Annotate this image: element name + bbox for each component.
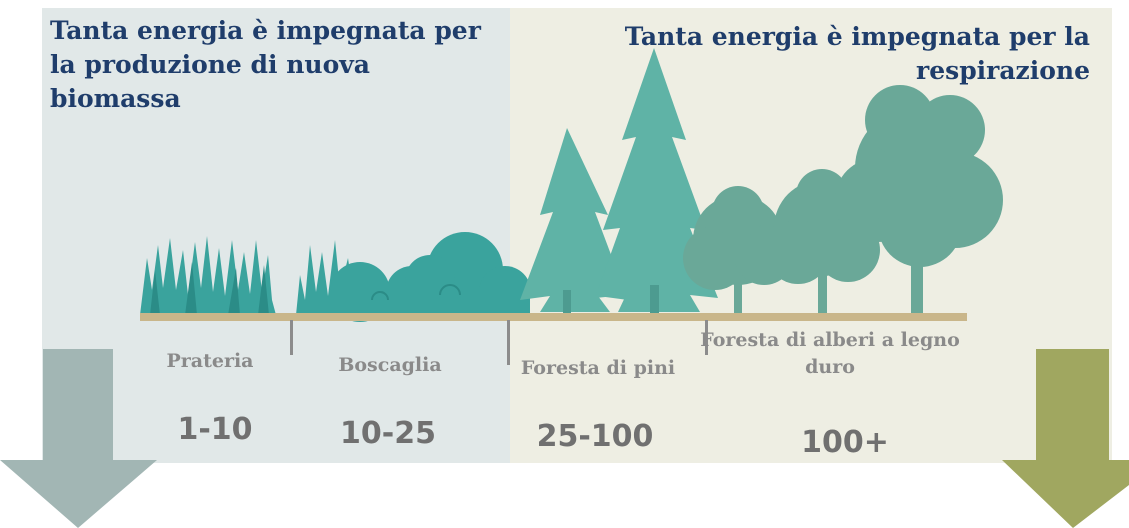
hardwood-tree-icon (835, 85, 1003, 313)
stage-label-foresta-legno-duro: Foresta di alberi a legno duro (700, 329, 960, 378)
respiration-heading: Tanta energia è impegnata per la respira… (624, 22, 1090, 85)
stage-divider (507, 320, 510, 365)
stage-label-boscaglia: Boscaglia (338, 354, 442, 376)
right-arrow-icon (1002, 349, 1129, 528)
ground-line (140, 313, 967, 321)
shrub-icon (330, 232, 531, 322)
production-panel (42, 8, 510, 463)
stage-divider (290, 320, 293, 355)
stage-range-foresta-pini: 25-100 (536, 419, 654, 454)
left-arrow-icon (0, 349, 157, 528)
grass-icon (140, 236, 276, 315)
stage-range-prateria: 1-10 (177, 412, 253, 447)
stage-range-boscaglia: 10-25 (340, 416, 436, 451)
production-heading: Tanta energia è impegnata per la produzi… (50, 16, 481, 113)
stage-label-foresta-pini: Foresta di pini (520, 357, 676, 379)
stage-divider (705, 320, 708, 355)
pine-tree-icon (520, 128, 628, 315)
stage-range-foresta-legno-duro: 100+ (801, 425, 889, 460)
stage-label-prateria: Prateria (166, 350, 254, 372)
